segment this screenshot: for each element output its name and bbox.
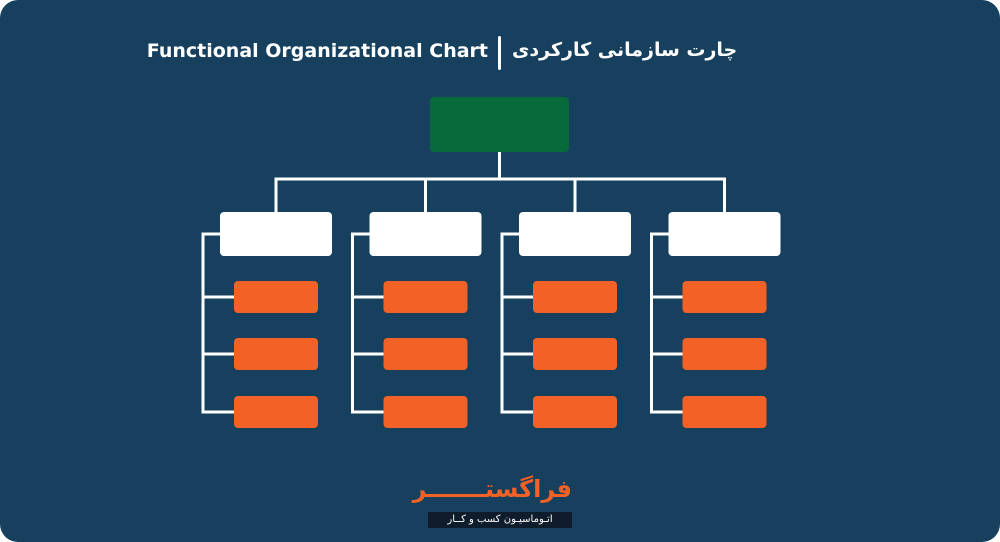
department-box (519, 212, 631, 256)
unit-box (234, 281, 318, 313)
unit-box (383, 281, 468, 313)
department-box (220, 212, 332, 256)
department-box (369, 212, 482, 256)
unit-box (234, 338, 318, 370)
title-persian: چارت سازمانی کارکردی (512, 39, 738, 61)
connectors (201, 150, 726, 414)
unit-box (533, 281, 617, 313)
root-box (430, 97, 569, 152)
unit-box (234, 396, 318, 428)
boxes (220, 97, 781, 428)
unit-box (682, 281, 767, 313)
title-row: Functional Organizational Chart چارت ساز… (0, 36, 1000, 70)
title-english: Functional Organizational Chart (146, 40, 488, 62)
unit-box (682, 338, 767, 370)
unit-box (533, 396, 617, 428)
unit-box (383, 338, 468, 370)
title-divider (498, 36, 501, 70)
logo-tagline: اتـوماسیـون کسب و کــار (428, 512, 572, 528)
unit-box (383, 396, 468, 428)
brand-logo: فراگستـــــــر اتـوماسیـون کسب و کــار (413, 475, 572, 530)
unit-box (533, 338, 617, 370)
unit-box (682, 396, 767, 428)
logo-wordmark: فراگستـــــــر (412, 475, 572, 503)
department-box (668, 212, 781, 256)
